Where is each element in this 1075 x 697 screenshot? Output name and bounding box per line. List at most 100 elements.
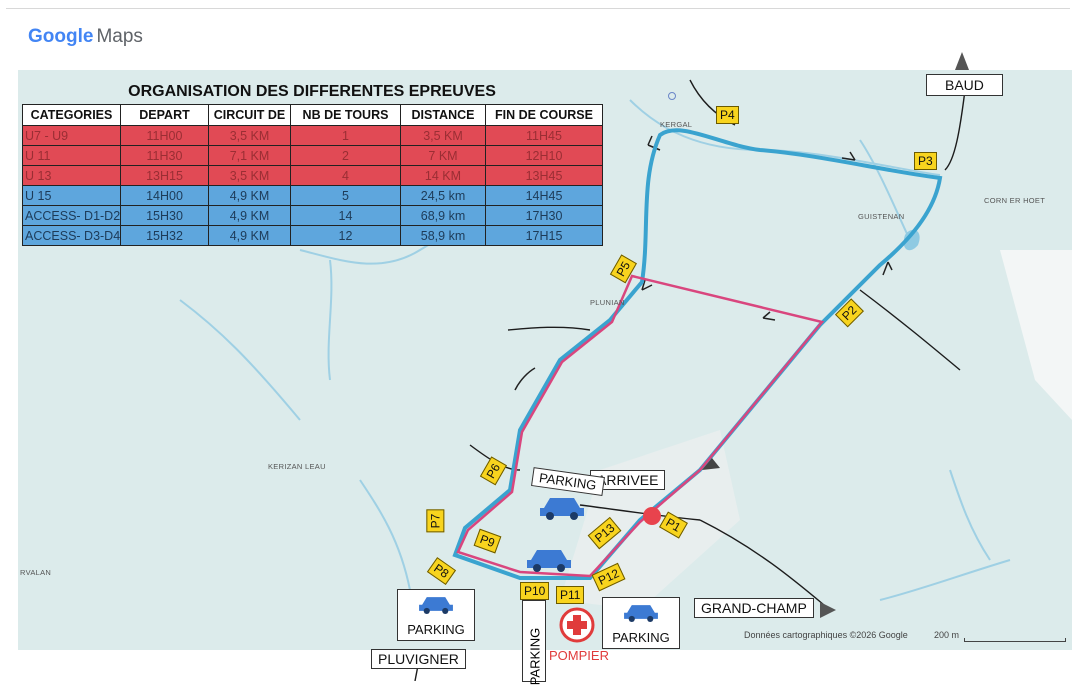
schedule-cell: 14 KM bbox=[400, 165, 486, 186]
car-icon bbox=[527, 550, 571, 572]
schedule-cell: 24,5 km bbox=[400, 185, 486, 206]
schedule-cell: U 13 bbox=[22, 165, 121, 186]
schedule-cell: 17H30 bbox=[485, 205, 603, 226]
poi-icon bbox=[668, 92, 676, 100]
schedule-col-header: CATEGORIES bbox=[22, 104, 121, 126]
direction-pointer-icon bbox=[955, 52, 969, 70]
parking-sign-vertical: PARKING bbox=[522, 600, 546, 685]
label-pluvigner: PLUVIGNER bbox=[371, 649, 466, 669]
label-grand-champ: GRAND-CHAMP bbox=[694, 598, 814, 618]
marker-p3: P3 bbox=[914, 152, 937, 170]
place-label: CORN ER HOET bbox=[984, 196, 1046, 205]
schedule-cell: 4,9 KM bbox=[208, 205, 291, 226]
scale-label: 200 m bbox=[934, 630, 960, 640]
schedule-cell: 15H30 bbox=[120, 205, 209, 226]
parking-sign: PARKING bbox=[602, 597, 680, 649]
schedule-cell: 12 bbox=[290, 225, 401, 246]
pink-route bbox=[456, 274, 825, 578]
direction-arrow bbox=[762, 311, 776, 321]
schedule-cell: U 11 bbox=[22, 145, 121, 166]
schedule-cell: 11H45 bbox=[485, 125, 603, 146]
schedule-cell: U7 - U9 bbox=[22, 125, 121, 146]
schedule-cell: 11H30 bbox=[120, 145, 209, 166]
direction-arrow bbox=[882, 261, 893, 276]
parking-label: PARKING bbox=[407, 622, 465, 637]
schedule-cell: 17H15 bbox=[485, 225, 603, 246]
car-icon bbox=[624, 605, 658, 622]
direction-pointer-icon bbox=[820, 602, 836, 618]
marker-p11: P11 bbox=[556, 586, 585, 604]
schedule-cell: 14H45 bbox=[485, 185, 603, 206]
page-top-rule bbox=[6, 8, 1070, 9]
direction-arrow bbox=[641, 279, 653, 291]
pond bbox=[903, 229, 920, 251]
google-wordmark: Google bbox=[28, 26, 94, 47]
place-label: RVALAN bbox=[20, 568, 52, 577]
marker-p7: P7 bbox=[426, 509, 445, 533]
first-aid-icon bbox=[559, 607, 595, 643]
marker-p4: P4 bbox=[716, 106, 739, 124]
schedule-col-header: DISTANCE bbox=[400, 104, 486, 126]
parking-sign: PARKING bbox=[397, 589, 475, 641]
parking-label: PARKING bbox=[527, 627, 543, 686]
schedule-cell: 4,9 KM bbox=[208, 225, 291, 246]
label-arrivee: ARRIVEE bbox=[590, 470, 666, 490]
schedule-cell: 4,9 KM bbox=[208, 185, 291, 206]
map-attribution: Données cartographiques ©2026 Google bbox=[744, 630, 908, 640]
schedule-cell: 68,9 km bbox=[400, 205, 486, 226]
schedule-cell: ACCESS- D3-D4 bbox=[22, 225, 121, 246]
place-label: GUISTENAN bbox=[858, 212, 905, 221]
car-icon bbox=[540, 498, 584, 520]
schedule-cell: 13H45 bbox=[485, 165, 603, 186]
schedule-cell: 2 bbox=[290, 145, 401, 166]
direction-arrow bbox=[514, 367, 536, 391]
place-label: PLUNIAN bbox=[590, 298, 625, 307]
schedule-panel: ORGANISATION DES DIFFERENTES EPREUVES CA… bbox=[22, 80, 603, 246]
schedule-col-header: DEPART bbox=[120, 104, 209, 126]
built-area bbox=[1000, 250, 1072, 420]
schedule-cell: 3,5 KM bbox=[208, 165, 291, 186]
schedule-cell: 11H00 bbox=[120, 125, 209, 146]
schedule-title: ORGANISATION DES DIFFERENTES EPREUVES bbox=[128, 83, 496, 100]
label-baud: BAUD bbox=[926, 74, 1003, 96]
direction-arrow bbox=[841, 151, 856, 161]
schedule-cell: ACCESS- D1-D2 bbox=[22, 205, 121, 226]
maps-wordmark: Maps bbox=[96, 26, 143, 47]
schedule-cell: 14 bbox=[290, 205, 401, 226]
schedule-cell: 1 bbox=[290, 125, 401, 146]
finish-marker bbox=[643, 507, 661, 525]
pompier-label: POMPIER bbox=[549, 648, 609, 663]
schedule-cell: 4 bbox=[290, 165, 401, 186]
schedule-cell: 5 bbox=[290, 185, 401, 206]
schedule-col-header: NB DE TOURS bbox=[290, 104, 401, 126]
schedule-cell: 58,9 km bbox=[400, 225, 486, 246]
arrow-icon bbox=[702, 458, 720, 470]
schedule-cell: 13H15 bbox=[120, 165, 209, 186]
marker-p10: P10 bbox=[520, 582, 550, 600]
schedule-cell: 3,5 KM bbox=[400, 125, 486, 146]
schedule-cell: U 15 bbox=[22, 185, 121, 206]
schedule-cell: 12H10 bbox=[485, 145, 603, 166]
schedule-col-header: FIN DE COURSE bbox=[485, 104, 603, 126]
schedule-cell: 3,5 KM bbox=[208, 125, 291, 146]
schedule-cell: 14H00 bbox=[120, 185, 209, 206]
scale-bar bbox=[964, 638, 1066, 642]
schedule-cell: 7,1 KM bbox=[208, 145, 291, 166]
schedule-col-header: CIRCUIT DE bbox=[208, 104, 291, 126]
parking-label: PARKING bbox=[612, 630, 670, 645]
place-label: KERGAL bbox=[660, 120, 693, 129]
place-label: KERIZAN LEAU bbox=[268, 462, 326, 471]
schedule-cell: 7 KM bbox=[400, 145, 486, 166]
car-icon bbox=[419, 597, 453, 614]
blue-route bbox=[452, 128, 943, 580]
